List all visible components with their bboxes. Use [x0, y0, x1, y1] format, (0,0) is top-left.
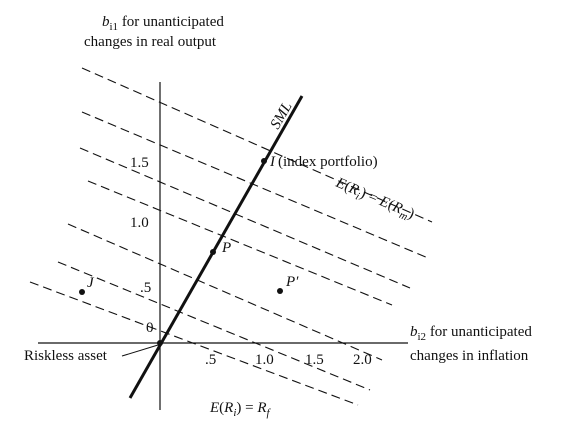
- x-tick-3: 2.0: [353, 352, 372, 368]
- riskfree-line-label: E(Ri) = Rf: [209, 400, 272, 419]
- y-axis-label-line2: changes in real output: [84, 34, 217, 50]
- x-axis-label-line2: changes in inflation: [410, 348, 529, 364]
- point-J-label: J: [87, 275, 95, 291]
- iso-line-6: [57, 261, 371, 391]
- iso-line-4: [87, 180, 393, 306]
- x-tick-0: .5: [205, 352, 216, 368]
- point-I: [261, 158, 267, 164]
- iso-line-market: [79, 147, 411, 289]
- riskless-pointer: [121, 344, 159, 357]
- sml-line: [128, 95, 304, 399]
- market-return-line-label: E(Ri) = E(Rm): [331, 175, 416, 226]
- index-portfolio-label: I(index portfolio): [269, 154, 378, 170]
- point-P-label: P: [221, 240, 231, 256]
- y-tick-1: 1.0: [130, 215, 149, 231]
- x-tick-2: 1.5: [305, 352, 324, 368]
- x-tick-1: 1.0: [255, 352, 274, 368]
- origin-label: 0: [146, 320, 154, 336]
- iso-line-5: [67, 223, 383, 361]
- y-tick-2: 1.5: [130, 155, 149, 171]
- iso-line-1: [81, 67, 433, 223]
- point-J: [79, 289, 85, 295]
- iso-line-rf: [29, 281, 359, 406]
- iso-line-2: [81, 111, 429, 259]
- point-riskless: [157, 340, 163, 346]
- y-axis-label-line1: bi1 for unanticipated: [102, 14, 224, 33]
- point-P-prime-label: P′: [285, 274, 299, 290]
- point-P-prime: [277, 288, 283, 294]
- x-axis-label-line1: bi2 for unanticipated: [410, 324, 532, 343]
- riskless-asset-label: Riskless asset: [24, 348, 108, 364]
- point-P: [210, 249, 216, 255]
- y-tick-0: .5: [140, 280, 151, 296]
- iso-return-lines: [29, 67, 433, 406]
